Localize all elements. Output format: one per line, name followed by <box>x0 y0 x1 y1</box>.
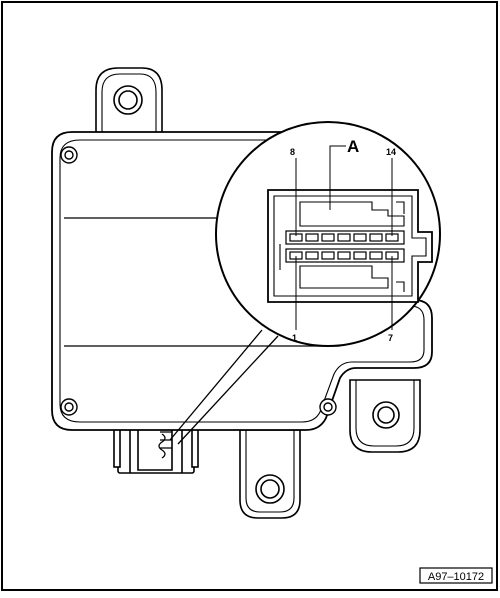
pin-label-14: 14 <box>386 147 396 157</box>
connector-face <box>267 189 433 303</box>
top-mounting-ear <box>95 67 163 151</box>
magnifier-leader-lines <box>169 329 279 445</box>
pin-row-bottom <box>285 248 405 263</box>
screw-top-left <box>60 146 78 164</box>
reference-code: A97–10172 <box>428 571 484 583</box>
screw-bottom-right <box>319 398 337 416</box>
bottom-mounting-bracket <box>239 429 301 519</box>
pin-label-7: 7 <box>388 333 393 343</box>
pin-label-8: 8 <box>290 147 295 157</box>
connector-housing <box>113 424 199 474</box>
reference-code-box: A97–10172 <box>419 567 493 584</box>
callout-a: A <box>347 137 359 156</box>
right-mounting-ear <box>349 379 421 453</box>
callout-leaders <box>295 145 393 330</box>
screw-bottom-left <box>60 398 78 416</box>
housing-screws <box>60 146 337 416</box>
pin-row-top <box>285 230 405 245</box>
pin-label-1: 1 <box>292 333 297 343</box>
connector-detail-magnifier: A 8 14 1 7 <box>215 121 441 347</box>
